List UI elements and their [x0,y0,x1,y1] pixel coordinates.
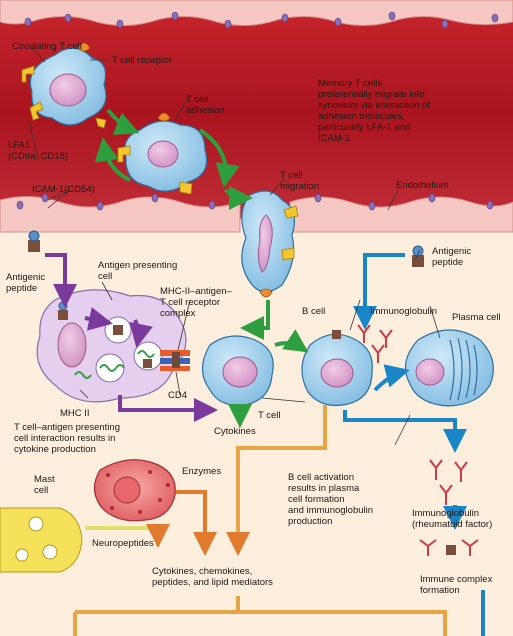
label-mhc-complex: MHC-II–antigen– T cell receptor complex [160,286,232,319]
green-arrows [94,108,309,428]
nerve-ending [0,507,83,573]
label-antigenic-peptide-left: Antigenic peptide [6,272,46,294]
adhesion-t-cell [117,112,208,195]
b-cell [301,330,373,407]
label-t-cell-receptor: T cell receptor [112,55,173,66]
label-immunoglobulin: Immunoglobulin [370,306,438,317]
label-mhc-ii: MHC II [60,408,90,419]
label-t-cell-adhesion: T cell adhesion [186,94,225,116]
mhc-tcr-complex [160,350,190,371]
label-cytokines-chemokines: Cytokines, chemokines, peptides, and lip… [152,566,273,588]
label-cd4: CD4 [168,390,188,401]
leader-lines [29,45,441,446]
label-cytokines: Cytokines [214,426,256,437]
label-t-cell-migration: T cell migration [280,170,320,192]
plasma-cell [404,329,494,407]
label-immune-complex: Immune complex formation [420,574,493,596]
label-memory-t-cells: Memory T cells preferentially migrate in… [318,78,430,144]
label-mast-cell: Mast cell [34,474,55,496]
label-b-cell: B cell [302,306,326,317]
orange-arrows [73,405,447,636]
label-circulating-t-cell: Circulating T cell [12,41,82,52]
t-cell [201,335,274,407]
immune-complex-antigen [446,545,456,555]
label-icam1: ICAM-1(CD54) [32,184,95,195]
label-endothelium: Endothelium [396,180,449,191]
label-enzymes: Enzymes [182,466,222,477]
mast-cell [93,459,176,522]
label-immunoglobulin-rf: Immunoglobulin (rheumatoid factor) [412,508,493,530]
circulating-t-cell [21,42,107,129]
label-antigenic-peptide-right: Antigenic peptide [432,246,472,268]
label-neuropeptides: Neuropeptides [92,538,154,549]
label-antigen-presenting-cell: Antigen presenting cell [98,260,178,282]
label-plasma-cell: Plasma cell [452,312,501,323]
blue-arrows [343,253,485,636]
migrating-t-cell [241,190,299,298]
purple-arrows [45,253,218,422]
label-lfa1: LFA1 (CDIIa, CD18) [8,140,69,162]
label-b-cell-activation: B cell activation results in plasma cell… [288,472,374,527]
label-t-cell: T cell [258,410,281,421]
label-interaction-text: T cell–antigen presenting cell interacti… [14,422,120,455]
